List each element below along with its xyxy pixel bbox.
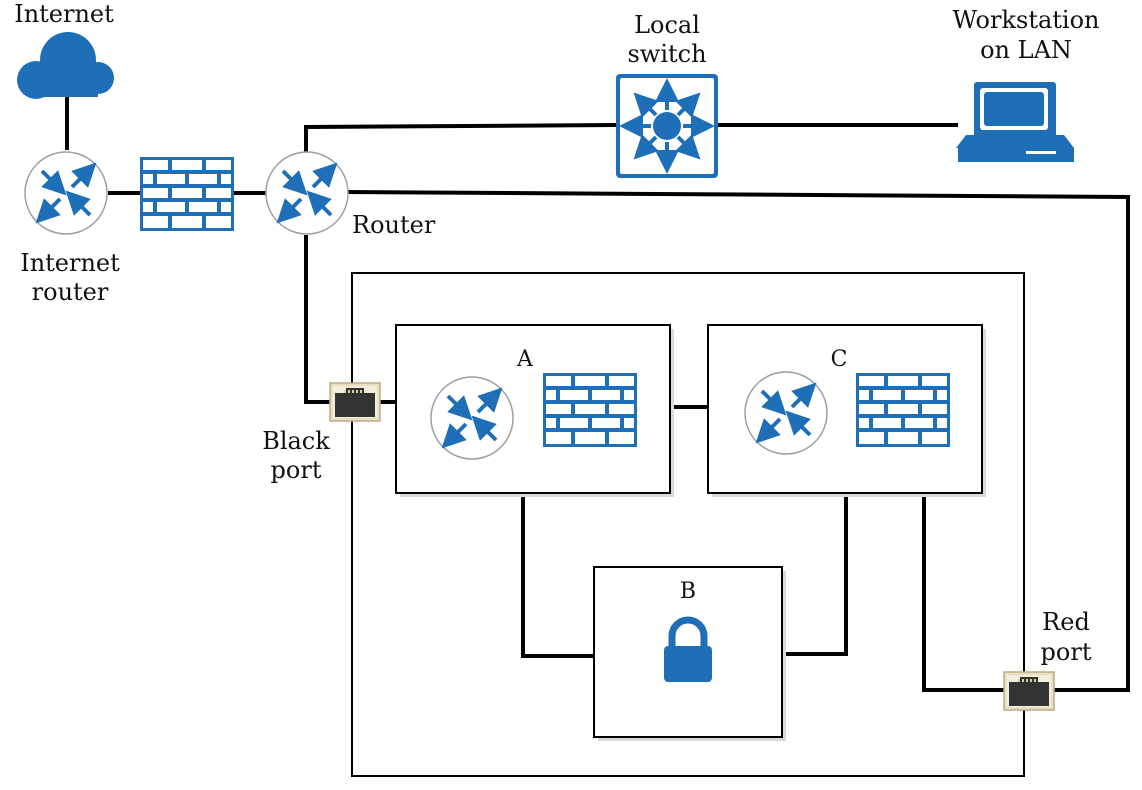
device-enclosure xyxy=(351,272,1025,777)
router-icon xyxy=(266,152,348,234)
box-c: C xyxy=(707,324,986,497)
red-port-label-line1: Red xyxy=(1042,608,1090,636)
workstation-icon xyxy=(956,82,1074,162)
cloud-icon xyxy=(17,32,114,99)
lock-icon xyxy=(664,616,712,682)
workstation-label-line1: Workstation xyxy=(953,6,1100,34)
black-port-label-line2: port xyxy=(271,456,322,484)
internet-router-label-line2: router xyxy=(32,278,109,306)
internet-label: Internet xyxy=(14,0,114,28)
connection-lines xyxy=(65,96,1130,692)
router-label: Router xyxy=(352,211,436,239)
router-icon xyxy=(431,377,513,459)
firewall-icon xyxy=(856,373,950,447)
box-b-label: B xyxy=(680,579,696,604)
red-port-label-line2: port xyxy=(1041,638,1092,666)
firewall-icon xyxy=(140,157,234,231)
firewall-icon xyxy=(543,373,637,447)
internet-router-label-line1: Internet xyxy=(20,249,120,277)
box-b: B xyxy=(593,566,786,741)
ethernet-port-icon xyxy=(329,382,381,422)
black-port-label-line1: Black xyxy=(262,427,330,455)
ethernet-port-icon xyxy=(1003,671,1055,711)
router-icon xyxy=(745,372,827,454)
switch-icon xyxy=(616,74,718,178)
box-a-label: A xyxy=(516,347,534,372)
local-switch-label-line2: switch xyxy=(627,40,706,68)
box-c-label: C xyxy=(831,347,848,372)
router-icon xyxy=(25,152,107,234)
local-switch-label-line1: Local xyxy=(634,11,700,39)
box-a: A xyxy=(395,324,674,497)
workstation-label-line2: on LAN xyxy=(980,36,1072,64)
